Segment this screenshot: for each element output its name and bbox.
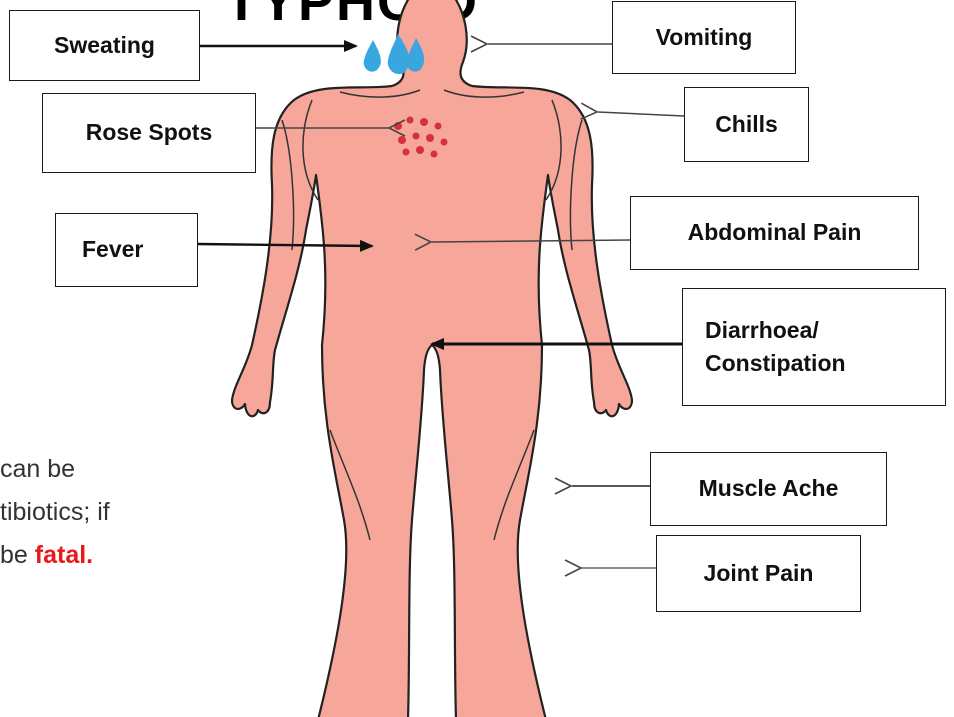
treatment-note-line1: can be xyxy=(0,448,110,491)
treatment-note: can be tibiotics; if be fatal. xyxy=(0,448,110,577)
label-muscle-ache: Muscle Ache xyxy=(650,452,887,526)
label-rose-spots: Rose Spots xyxy=(42,93,256,173)
label-abdominal-pain: Abdominal Pain xyxy=(630,196,919,270)
fatal-emphasis: fatal. xyxy=(35,541,93,569)
label-diarrhoea-constipation: Diarrhoea/ Constipation xyxy=(682,288,946,406)
sweat-drops xyxy=(364,34,425,74)
label-joint-pain: Joint Pain xyxy=(656,535,861,612)
label-diarrhoea-line1: Diarrhoea/ xyxy=(705,314,819,347)
label-fever: Fever xyxy=(55,213,198,287)
treatment-note-line2: tibiotics; if xyxy=(0,491,110,534)
arrow-chills xyxy=(598,112,684,116)
body-silhouette xyxy=(232,0,632,717)
label-chills: Chills xyxy=(684,87,809,162)
treatment-note-line3: be fatal. xyxy=(0,534,110,577)
treatment-note-line3-prefix: be xyxy=(0,541,35,569)
label-diarrhoea-line2: Constipation xyxy=(705,347,846,380)
label-sweating: Sweating xyxy=(9,10,200,81)
label-vomiting: Vomiting xyxy=(612,1,796,74)
